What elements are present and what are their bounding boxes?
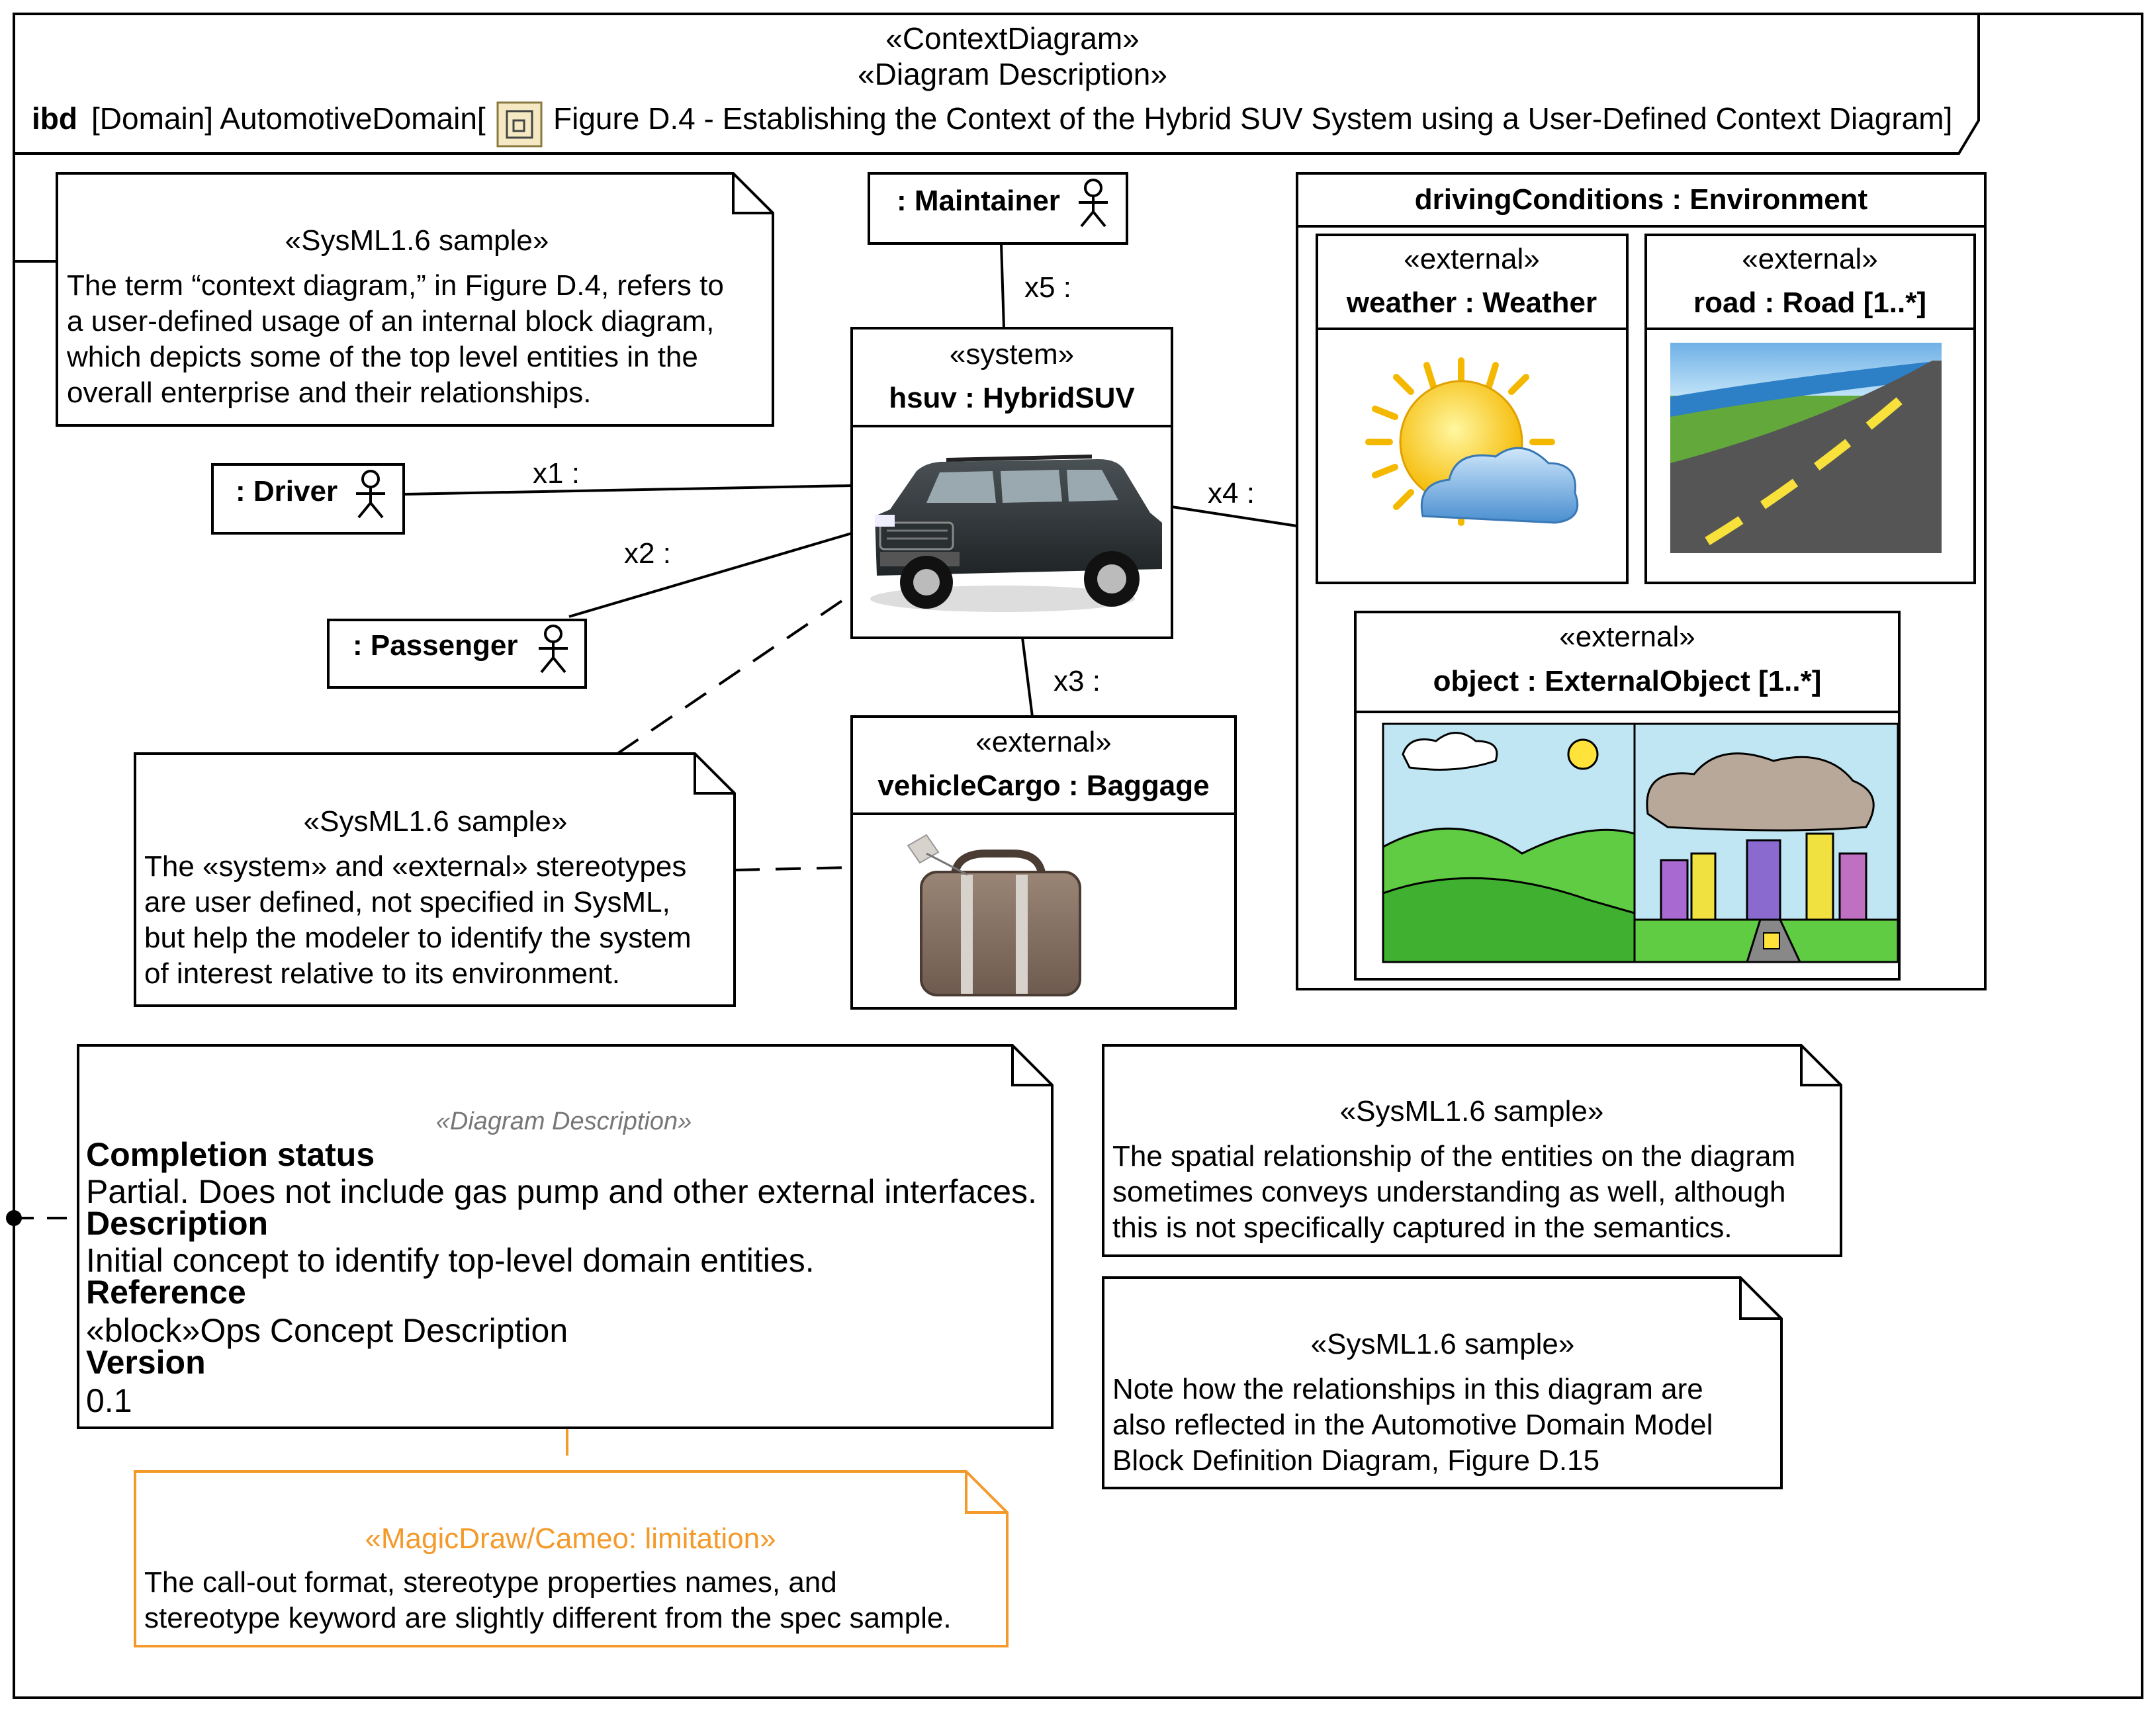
completion-status-label: Completion status: [86, 1136, 375, 1173]
note-line: sometimes conveys understanding as well,…: [1112, 1176, 1785, 1208]
cargo-stereotype: «external»: [975, 726, 1111, 758]
system-name: hsuv : HybridSUV: [889, 382, 1135, 414]
road-stereotype: «external»: [1742, 243, 1877, 275]
note-stereotype: «MagicDraw/Cameo: limitation»: [365, 1522, 776, 1555]
external-vehicle-cargo[interactable]: «external» vehicleCargo : Baggage: [850, 715, 1237, 1010]
note-line: overall enterprise and their relationshi…: [67, 376, 591, 409]
note-line: are user defined, not specified in SysML…: [144, 886, 670, 918]
suitcase-icon: [907, 834, 1081, 996]
note-stereotype: «SysML1.6 sample»: [304, 805, 568, 838]
connector-labels: x5 : x1 : x2 : x3 : x4 :: [533, 271, 1255, 697]
description-stereotype: «Diagram Description»: [436, 1108, 692, 1135]
landscape-city-icon: [1382, 723, 1899, 963]
note-limitation[interactable]: «MagicDraw/Cameo: limitation» The call-o…: [134, 1470, 1009, 1647]
note-line: Note how the relationships in this diagr…: [1112, 1373, 1703, 1405]
note-spatial[interactable]: «SysML1.6 sample» The spatial relationsh…: [1102, 1044, 1842, 1257]
reference-label: Reference: [86, 1274, 246, 1311]
note-stereotype: «SysML1.6 sample»: [1340, 1095, 1604, 1127]
description-value: Initial concept to identify top-level do…: [86, 1242, 815, 1279]
actor-driver-name: : Driver: [236, 475, 337, 507]
diagram-frame: [13, 13, 2143, 1699]
description-label: Description: [86, 1205, 268, 1242]
object-name: object : ExternalObject [1..*]: [1433, 665, 1822, 697]
note-line: The term “context diagram,” in Figure D.…: [67, 269, 724, 302]
weather-name: weather : Weather: [1346, 286, 1597, 319]
note-line: which depicts some of the top level enti…: [66, 341, 698, 373]
connector-x4-line: [1171, 505, 1298, 527]
suv-car-icon: [870, 455, 1162, 612]
connector-x5-label: x5 :: [1024, 271, 1071, 304]
note-context-diagram[interactable]: «SysML1.6 sample» The term “context diag…: [56, 172, 774, 427]
note-line: of interest relative to its environment.: [144, 957, 620, 990]
completion-status-value: Partial. Does not include gas pump and o…: [86, 1173, 1037, 1210]
connectors: [14, 243, 1298, 1456]
system-stereotype: «system»: [950, 338, 1074, 371]
note-line: this is not specifically captured in the…: [1112, 1211, 1732, 1244]
external-road[interactable]: «external» road : Road [1..*]: [1644, 234, 1976, 584]
actor-passenger-name: : Passenger: [353, 629, 517, 662]
cargo-name: vehicleCargo : Baggage: [877, 769, 1209, 802]
actor-driver[interactable]: : Driver: [211, 463, 405, 535]
frame-header: «ContextDiagram» «Diagram Description» i…: [32, 21, 1952, 148]
external-weather[interactable]: «external» weather : Weather: [1316, 234, 1629, 584]
note-line: stereotype keyword are slightly differen…: [144, 1602, 952, 1634]
frame-kind: ibd: [32, 101, 77, 136]
version-value: 0.1: [86, 1382, 132, 1419]
connector-x5-line: [1000, 243, 1005, 329]
frame-stereotype-context: «ContextDiagram»: [885, 21, 1140, 56]
stick-figure-icon: [356, 470, 385, 519]
connector-x4-label: x4 :: [1208, 477, 1255, 509]
connector-x3-label: x3 :: [1054, 665, 1100, 697]
actor-passenger[interactable]: : Passenger: [327, 619, 587, 689]
connector-x2-label: x2 :: [624, 537, 671, 570]
object-stereotype: «external»: [1559, 621, 1695, 653]
frame-stereotype-description: «Diagram Description»: [858, 57, 1167, 91]
note-line: The spatial relationship of the entities…: [1112, 1140, 1795, 1172]
connector-x1-line: [403, 484, 852, 496]
note-line: also reflected in the Automotive Domain …: [1112, 1409, 1713, 1441]
road-name: road : Road [1..*]: [1693, 286, 1926, 319]
connector-x1-label: x1 :: [533, 457, 580, 490]
ibd-diagram-icon: [496, 101, 543, 148]
connector-x2-line: [568, 532, 852, 618]
note-relationships[interactable]: «SysML1.6 sample» Note how the relations…: [1102, 1276, 1783, 1489]
connector-x3-line: [1021, 637, 1034, 717]
sun-cloud-icon: [1365, 357, 1579, 526]
frame-name: [Domain] AutomotiveDomain[: [91, 101, 486, 136]
stick-figure-icon: [539, 625, 568, 674]
anchor-dot: [6, 1210, 22, 1226]
note-stereotype: «SysML1.6 sample»: [1311, 1328, 1575, 1360]
road-picture-icon: [1670, 343, 1942, 553]
actor-maintainer-name: : Maintainer: [897, 185, 1060, 217]
weather-stereotype: «external»: [1404, 243, 1539, 275]
frame-title: Figure D.4 - Establishing the Context of…: [553, 101, 1952, 136]
note-anchor-system: [616, 593, 853, 755]
reference-value: «block»Ops Concept Description: [86, 1312, 568, 1349]
actor-maintainer[interactable]: : Maintainer: [868, 172, 1128, 245]
diagram-description[interactable]: «Diagram Description» Completion status …: [77, 1044, 1054, 1429]
note-line: Block Definition Diagram, Figure D.15: [1112, 1444, 1599, 1477]
environment-name: drivingConditions : Environment: [1415, 183, 1868, 216]
system-hsuv[interactable]: «system» hsuv : HybridSUV: [850, 327, 1173, 639]
note-line: but help the modeler to identify the sys…: [144, 922, 692, 954]
note-line: The «system» and «external» stereotypes: [144, 850, 686, 883]
note-anchor-cargo: [734, 866, 852, 871]
note-line: a user-defined usage of an internal bloc…: [67, 305, 714, 337]
note-stereotype: «SysML1.6 sample»: [285, 224, 549, 257]
external-object[interactable]: «external» object : ExternalObject [1..*…: [1354, 611, 1901, 981]
note-line: The call-out format, stereotype properti…: [144, 1566, 837, 1599]
version-label: Version: [86, 1344, 206, 1381]
stick-figure-icon: [1079, 179, 1108, 228]
note-stereotypes[interactable]: «SysML1.6 sample» The «system» and «exte…: [134, 752, 736, 1007]
